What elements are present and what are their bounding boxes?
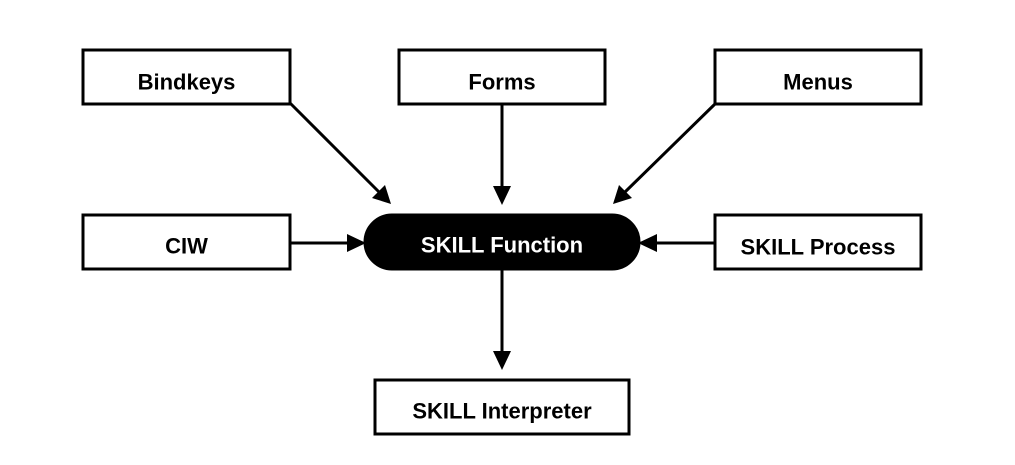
arrowhead — [638, 234, 657, 252]
arrowhead — [347, 234, 366, 252]
node-ciw: CIW — [81, 213, 292, 271]
edge-skill-process-to-skill-function — [638, 234, 716, 252]
arrowhead — [613, 185, 632, 204]
node-skill-interpreter: SKILL Interpreter — [373, 378, 631, 436]
edge-skill-function-to-skill-interpreter — [493, 270, 511, 370]
node-bindkeys: Bindkeys — [81, 48, 292, 106]
arrowhead — [493, 186, 511, 205]
node-skill-function: SKILL Function — [363, 213, 641, 271]
edge-ciw-to-skill-function — [290, 234, 366, 252]
edge-bindkeys-to-skill-function — [288, 101, 391, 204]
node-bindkeys-label: Bindkeys — [138, 70, 236, 95]
edge-menus-to-skill-function — [613, 101, 718, 204]
node-forms: Forms — [397, 48, 607, 106]
node-ciw-label: CIW — [165, 234, 208, 259]
node-skill-process-label: SKILL Process — [741, 235, 896, 260]
edges — [288, 101, 718, 370]
node-menus: Menus — [713, 48, 923, 106]
node-skill-interpreter-label: SKILL Interpreter — [412, 399, 592, 424]
node-menus-label: Menus — [783, 70, 853, 95]
node-skill-process: SKILL Process — [713, 213, 923, 271]
node-skill-function-label: SKILL Function — [421, 233, 583, 258]
edge-forms-to-skill-function — [493, 104, 511, 205]
arrowhead — [493, 351, 511, 370]
node-forms-label: Forms — [468, 70, 535, 95]
arrowhead — [372, 185, 391, 204]
